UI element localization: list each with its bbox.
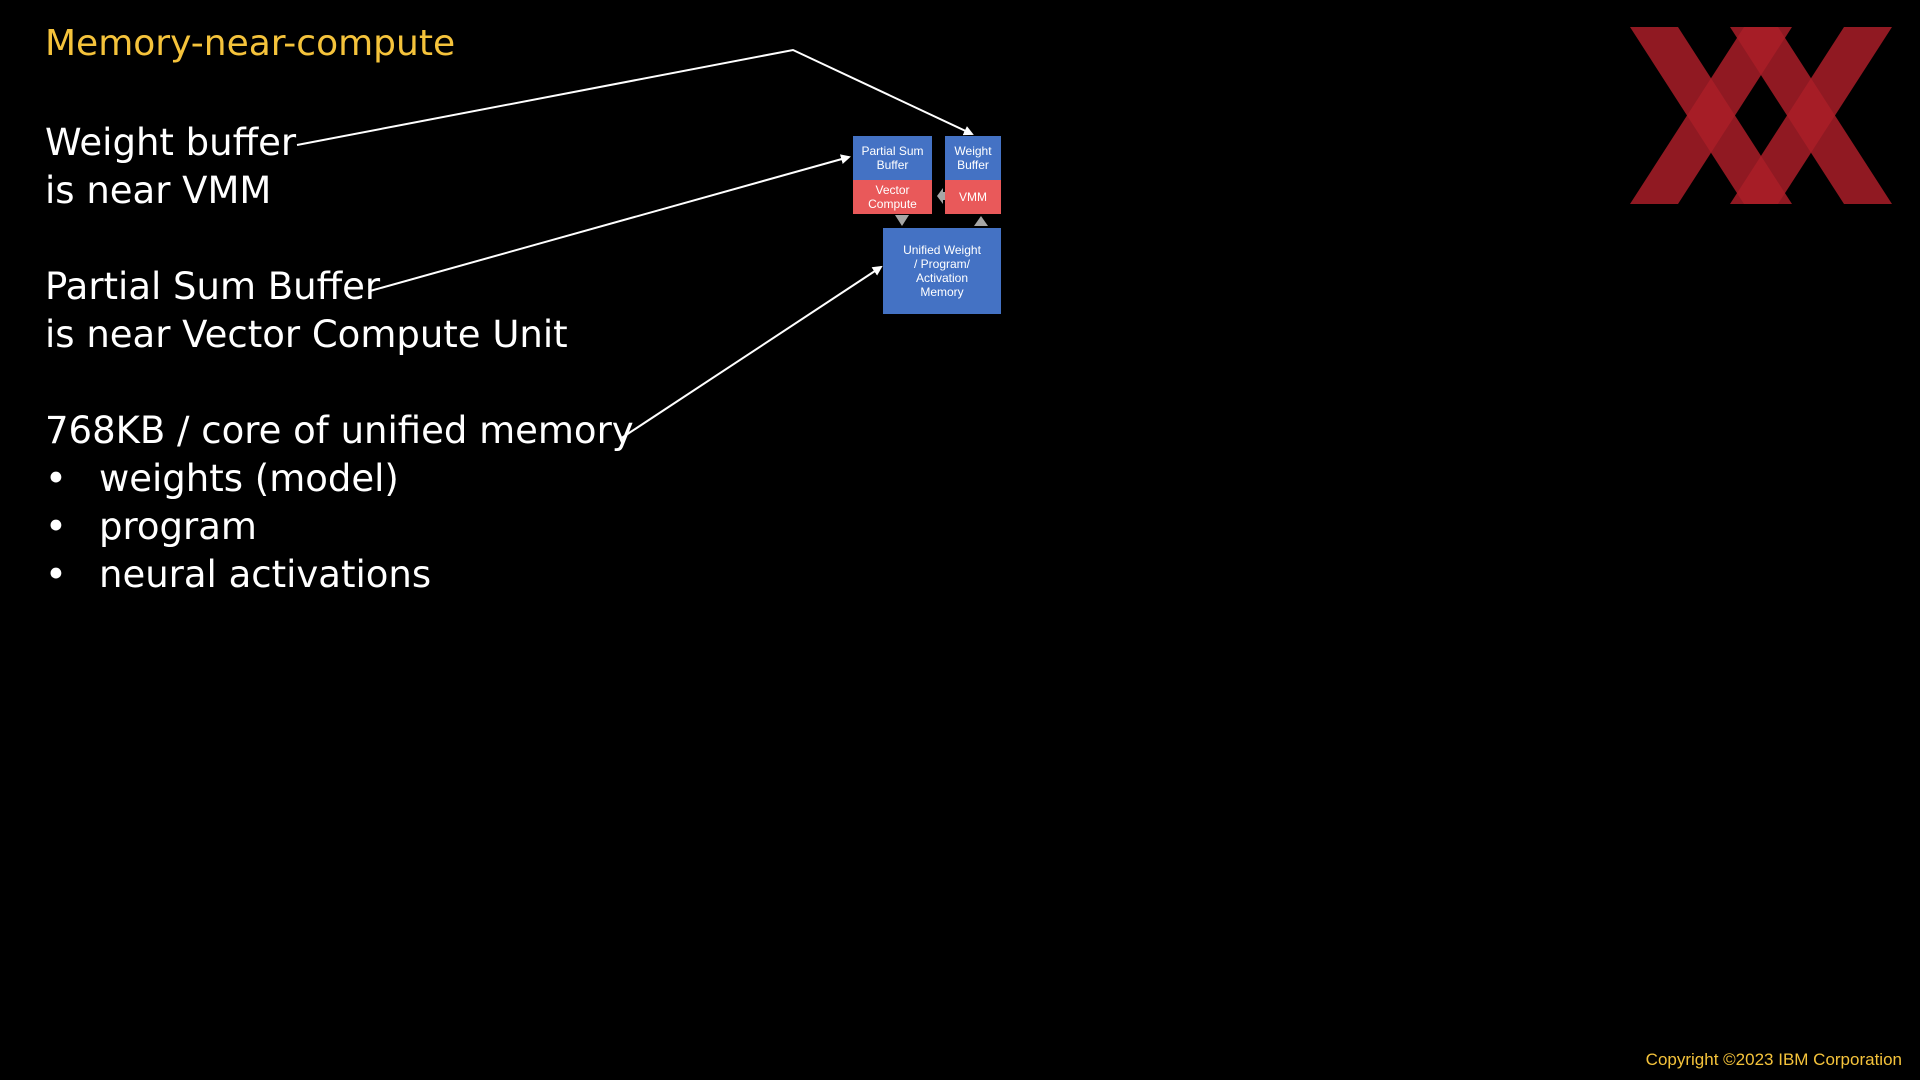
bullet-icon: • <box>45 457 67 500</box>
statement-line: Weight buffer <box>45 121 297 164</box>
statement-unified-memory: 768KB / core of unified memory <box>45 407 634 455</box>
slide-title: Memory-near-compute <box>45 23 456 64</box>
memory-contents-list: •weights (model) •program •neural activa… <box>45 455 431 599</box>
bullet-icon: • <box>45 505 67 548</box>
vector-to-memory-arrow <box>895 215 909 226</box>
vmm-block: VMM <box>945 180 1001 214</box>
vector-compute-block: Vector Compute <box>853 180 932 214</box>
partial-sum-buffer-block: Partial Sum Buffer <box>853 136 932 180</box>
list-item: •program <box>45 503 431 551</box>
statement-line: is near VMM <box>45 169 272 212</box>
memory-to-vmm-arrow <box>974 216 988 226</box>
statement-weight-buffer: Weight buffer is near VMM <box>45 119 296 215</box>
statement-line: 768KB / core of unified memory <box>45 409 634 452</box>
ibm-xx-logo <box>1630 27 1892 204</box>
partial-sum-callout-arrow <box>369 154 851 292</box>
statement-line: is near Vector Compute Unit <box>45 313 568 356</box>
unified-memory-callout-arrow <box>619 265 883 440</box>
statement-line: Partial Sum Buffer <box>45 265 381 308</box>
list-item: •weights (model) <box>45 455 431 503</box>
weight-buffer-block: Weight Buffer <box>945 136 1001 180</box>
copyright-notice: Copyright ©2023 IBM Corporation <box>1645 1050 1902 1069</box>
vmm-to-vector-arrow <box>941 192 945 200</box>
bullet-icon: • <box>45 553 67 596</box>
unified-memory-block: Unified Weight / Program/ Activation Mem… <box>883 228 1001 314</box>
statement-partial-sum-buffer: Partial Sum Buffer is near Vector Comput… <box>45 263 568 359</box>
weight-buffer-callout-arrow <box>296 48 974 146</box>
list-item: •neural activations <box>45 551 431 599</box>
